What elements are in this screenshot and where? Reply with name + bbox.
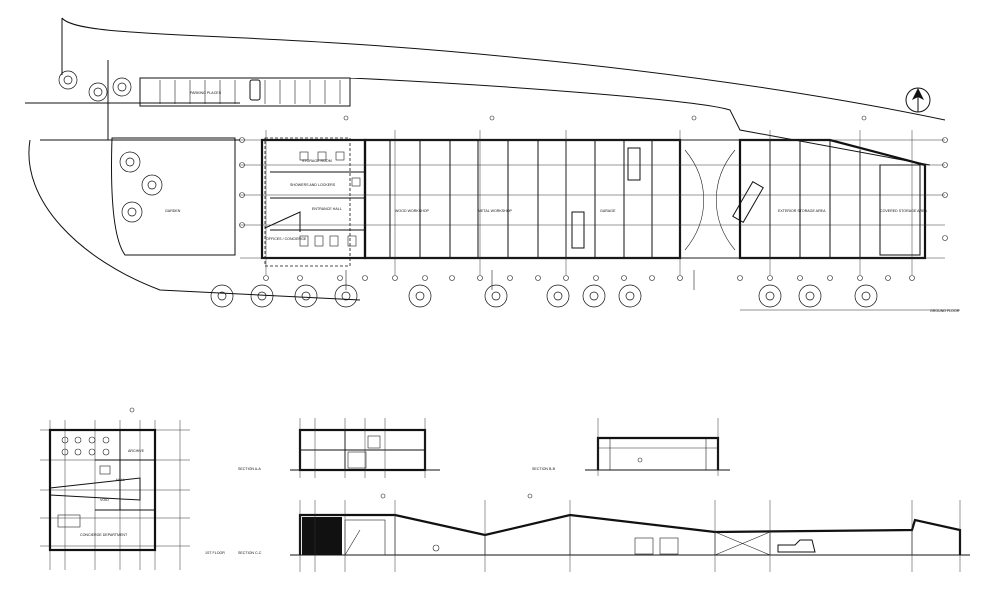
section-cc-truck-1 bbox=[634, 537, 654, 555]
section-cc-person bbox=[432, 544, 440, 552]
first-floor-ramp bbox=[49, 477, 141, 501]
garden-outline bbox=[111, 137, 236, 256]
main-hall-outline bbox=[363, 138, 682, 260]
label-offices: OFFICES / CONCIERGE bbox=[266, 237, 307, 241]
section-c-c: SECTION C-C bbox=[238, 493, 970, 572]
vehicle-3 bbox=[732, 180, 764, 224]
section-bb-outline bbox=[596, 436, 720, 470]
vehicle-1 bbox=[627, 147, 641, 181]
canopy-curves bbox=[684, 149, 736, 251]
first-floor-stair bbox=[99, 465, 111, 475]
first-floor-outline bbox=[48, 428, 157, 552]
label-exterior-storage: EXTERIOR STORAGE AREA bbox=[778, 209, 826, 213]
desk-block bbox=[57, 514, 81, 528]
first-floor-outline-dashed bbox=[264, 137, 351, 267]
label-hall: HALL bbox=[116, 478, 125, 482]
section-cc-pickup-truck bbox=[777, 539, 816, 553]
grid-bubbles-left bbox=[239, 137, 948, 241]
label-archive: ARCHIVE bbox=[128, 449, 145, 453]
section-cc-solid-block bbox=[302, 517, 342, 555]
section-markers bbox=[343, 115, 867, 290]
parked-car bbox=[249, 79, 261, 101]
first-floor-section-mark bbox=[129, 407, 135, 413]
caption-ground-floor: GROUND FLOOR bbox=[930, 309, 960, 313]
caption-first-floor: 1ST FLOOR bbox=[205, 551, 225, 555]
section-a-a: SECTION A-A bbox=[238, 418, 440, 478]
section-cc-truck-2 bbox=[659, 537, 679, 555]
parking-stripes bbox=[159, 80, 341, 104]
canopy-edge bbox=[680, 139, 740, 259]
north-arrow-icon bbox=[905, 87, 931, 113]
hall-partitions bbox=[389, 140, 861, 258]
label-metal-workshop: METAL WORKSHOP bbox=[478, 209, 513, 213]
label-showers: SHOWERS AND LOCKERS bbox=[290, 183, 336, 187]
grid-bubbles-bottom bbox=[263, 275, 915, 281]
section-b-b: SECTION B-B bbox=[532, 418, 730, 476]
structural-grid bbox=[240, 139, 945, 259]
archive-shelves bbox=[61, 436, 110, 456]
service-block-interior bbox=[264, 151, 365, 247]
label-wood-workshop: WOOD WORKSHOP bbox=[395, 209, 430, 213]
section-cc-columns bbox=[394, 515, 913, 555]
label-entrance: ENTRANCE HALL bbox=[312, 207, 342, 211]
section-cc-cross-bracing bbox=[714, 531, 771, 556]
caption-section-aa: SECTION A-A bbox=[238, 467, 261, 471]
figure-mark bbox=[637, 457, 643, 463]
label-department: CONCIERGE DEPARTMENT bbox=[80, 533, 128, 537]
grid-ticks-vertical bbox=[265, 130, 913, 275]
label-covered-storage: COVERED STORAGE AREA bbox=[880, 209, 927, 213]
caption-section-cc: SECTION C-C bbox=[238, 551, 262, 555]
label-storage: STORAGE ROOM bbox=[302, 159, 332, 163]
label-void: VOID bbox=[100, 498, 109, 502]
storage-hall-outline bbox=[738, 138, 927, 260]
label-parking: PARKING PLACES bbox=[190, 91, 222, 95]
parking-area bbox=[139, 77, 931, 166]
first-floor-plan: ARCHIVE HALL VOID CONCIERGE DEPARTMENT 1… bbox=[40, 407, 225, 570]
site-boundary-left bbox=[28, 18, 361, 301]
vehicle-2 bbox=[571, 211, 585, 249]
section-cc-stair-block bbox=[344, 519, 386, 556]
label-garden: GARDEN bbox=[165, 209, 181, 213]
caption-section-bb: SECTION B-B bbox=[532, 467, 556, 471]
section-cc-roofline bbox=[298, 513, 962, 555]
trees bbox=[58, 70, 878, 308]
road-outline bbox=[61, 17, 946, 121]
ground-floor-plan: PARKING PLACES GARDEN bbox=[25, 17, 960, 313]
label-garage: GARAGE bbox=[600, 209, 616, 213]
